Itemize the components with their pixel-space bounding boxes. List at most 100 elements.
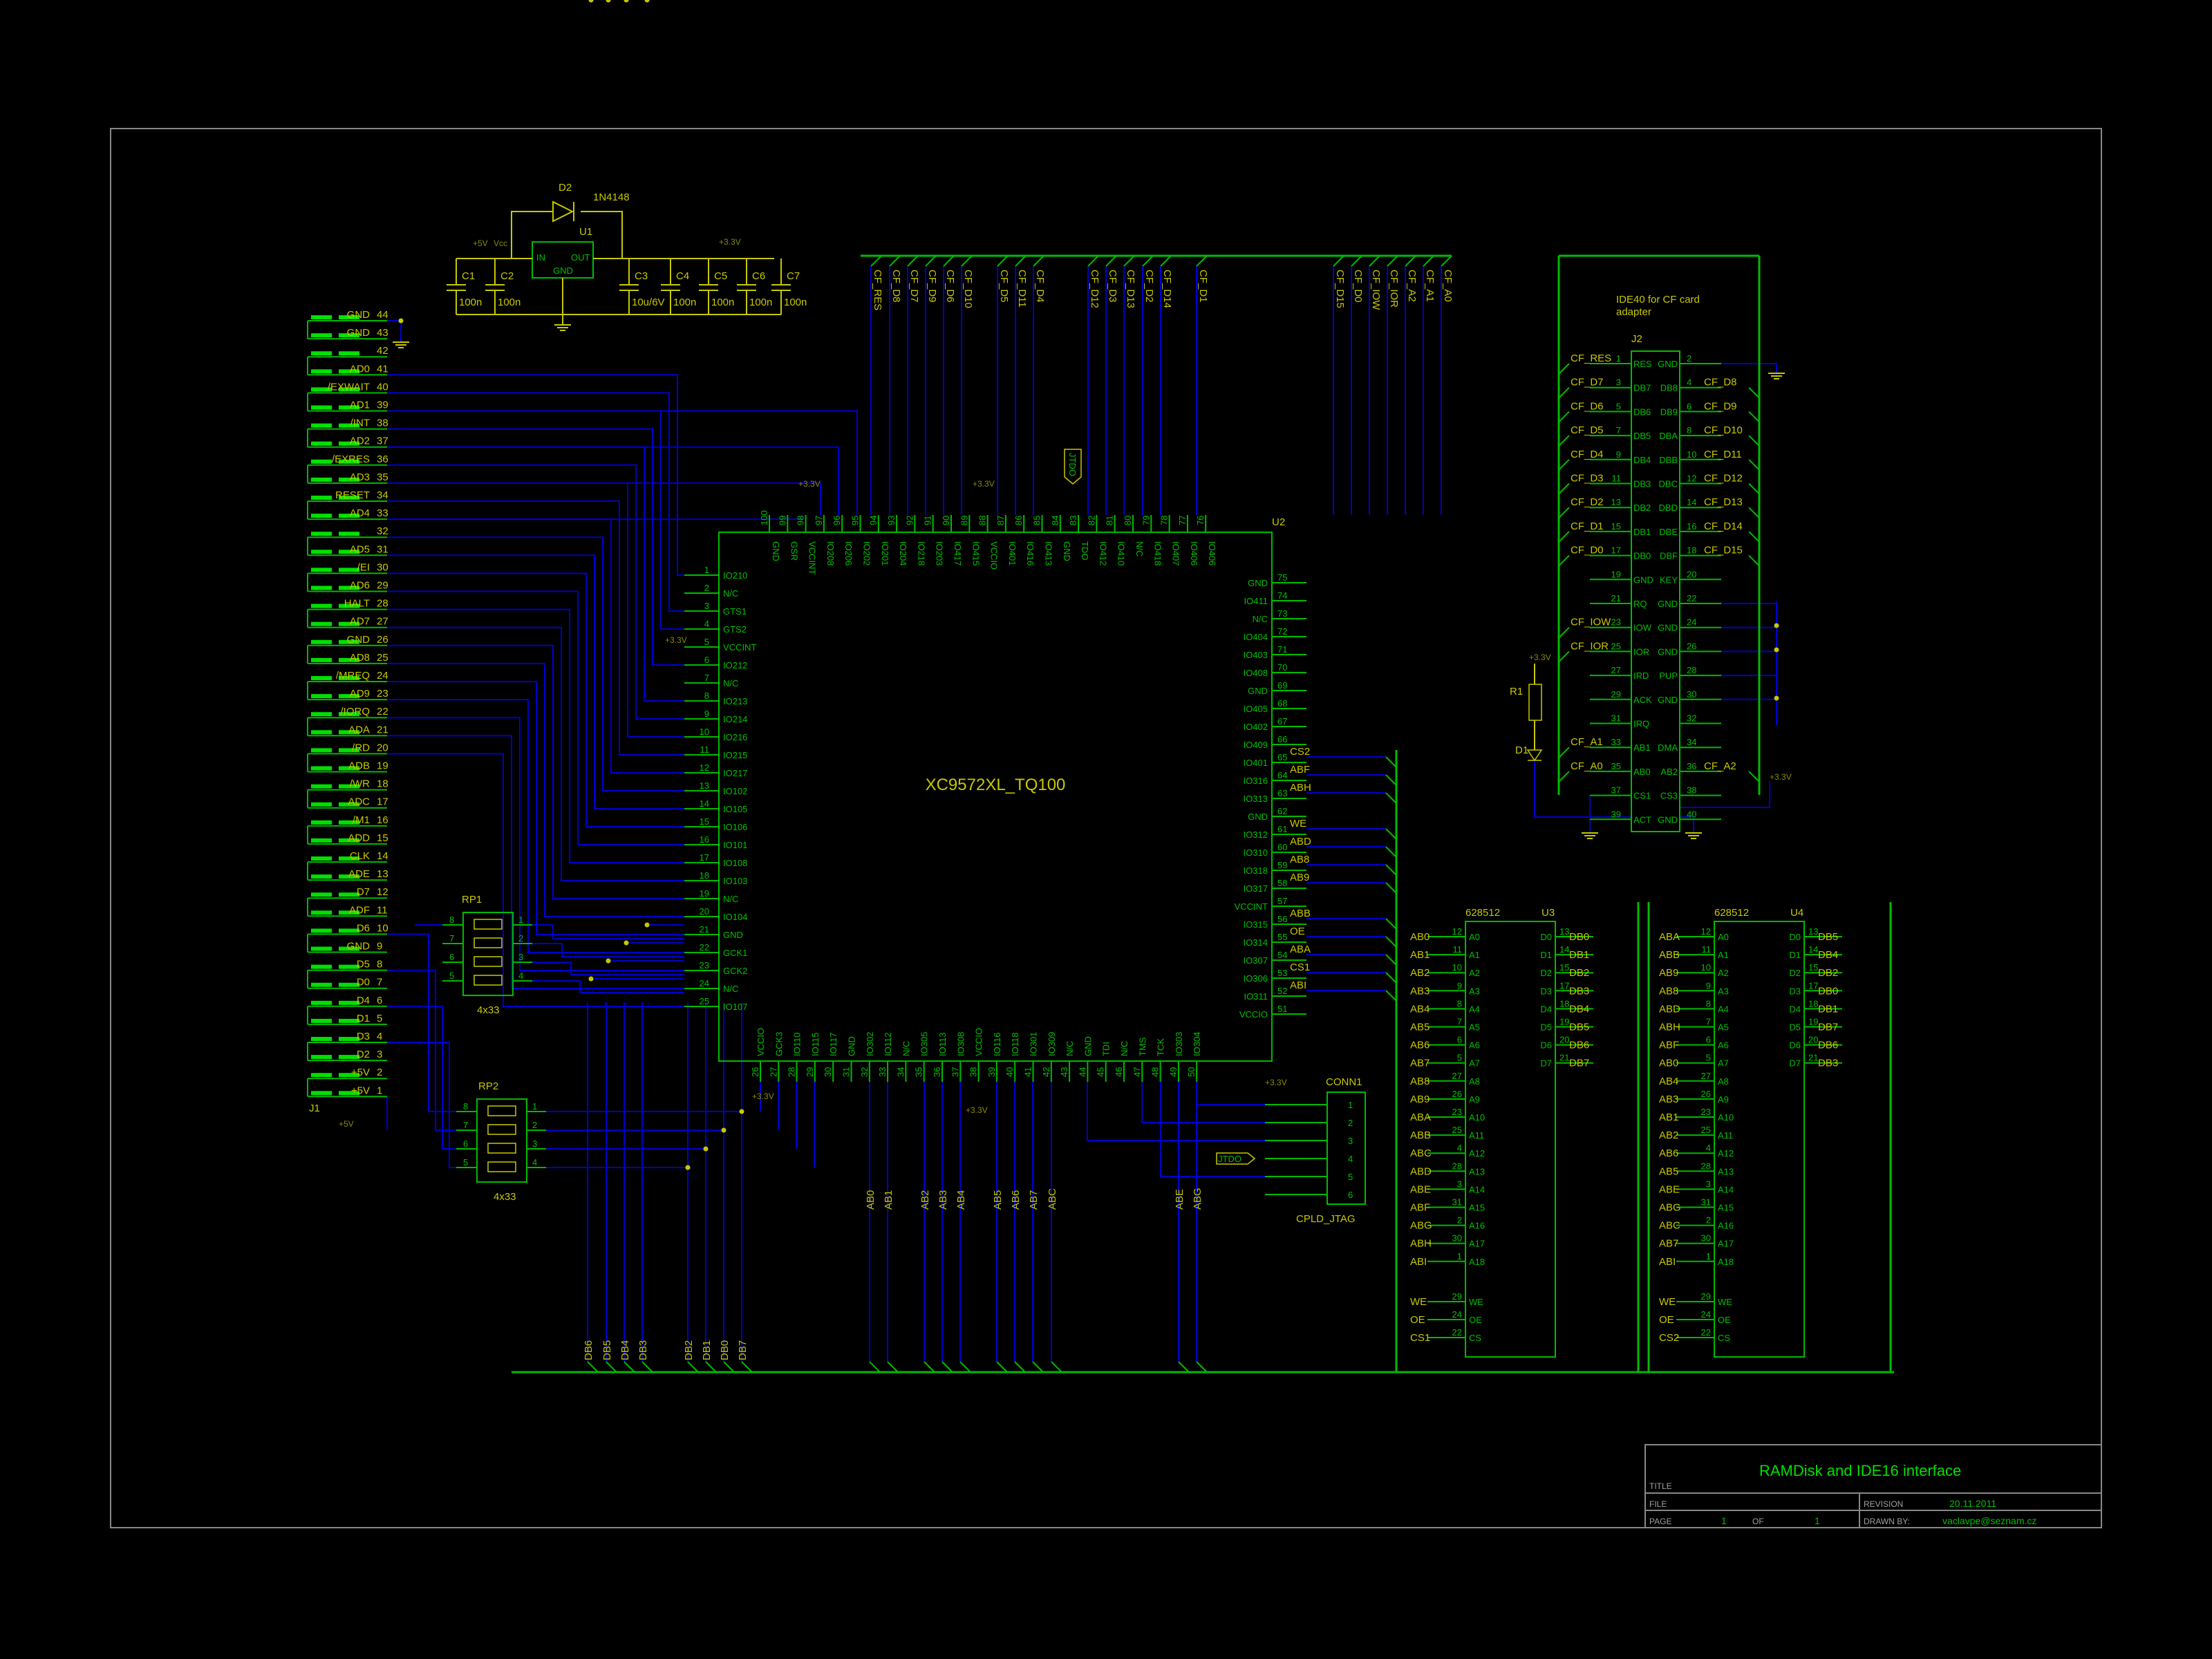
j1-pin-marker — [339, 784, 359, 789]
rp1-pin-number: 8 — [449, 915, 454, 925]
u2-pin-name: N/C — [723, 894, 738, 904]
u4-pin-number: 23 — [1701, 1107, 1711, 1117]
j2-pin-number: 14 — [1687, 497, 1696, 507]
u3-pin-number: 21 — [1559, 1053, 1569, 1063]
u4-pin-number: 15 — [1808, 962, 1818, 973]
u2-pin-name: IO409 — [1244, 740, 1268, 750]
j2-left-signal: CF_D3 — [1571, 473, 1604, 485]
u1-in-pin: IN — [536, 252, 545, 263]
u2-pin-name: IO210 — [723, 570, 747, 581]
u3-addr-signal: ABA — [1410, 1112, 1431, 1123]
bus-entry — [907, 255, 919, 267]
j2-pin-name: GND — [1633, 574, 1653, 585]
j1-pin-name: D6 — [357, 922, 370, 934]
junction-dot — [644, 0, 650, 3]
j1-pin-marker — [339, 477, 359, 482]
u3-addr-signal: ABB — [1410, 1130, 1431, 1141]
junction-dot — [1774, 623, 1779, 628]
u3-pin-number: 31 — [1452, 1197, 1462, 1208]
wire — [387, 590, 684, 845]
bus-entry — [1351, 255, 1362, 267]
j2-pin-number: 4 — [1687, 377, 1691, 388]
j2-pin-number: 1 — [1616, 353, 1621, 364]
top-bus-label: CF_A0 — [1442, 270, 1454, 302]
u2-pin-name: IO217 — [723, 768, 747, 778]
cap-value: 100n — [711, 297, 734, 308]
ground-symbol — [1582, 832, 1598, 839]
j1-pin-marker — [311, 568, 332, 572]
j1-pin-number: 2 — [377, 1067, 382, 1078]
u3-pin-name: A14 — [1469, 1184, 1485, 1194]
u2-pin-name: TDO — [1080, 541, 1090, 560]
u2-pin-number: 80 — [1123, 516, 1133, 525]
u3-pin-number: 3 — [1457, 1179, 1462, 1189]
wire — [387, 681, 684, 935]
j2-left-signal: CF_IOR — [1571, 640, 1609, 652]
u4-pin-name: D6 — [1789, 1040, 1801, 1051]
u3-addr-signal: ABI — [1410, 1256, 1427, 1268]
u2-pin-name: IO117 — [828, 1033, 838, 1056]
j1-pin-number: 3 — [377, 1049, 382, 1060]
j1-pin-marker — [311, 315, 332, 319]
u2-pin-number: 21 — [700, 924, 709, 935]
u4-addr-signal: AB2 — [1659, 1130, 1678, 1141]
u2-pin-name: IO401 — [1007, 541, 1018, 565]
j2-right-signal: CF_D9 — [1704, 400, 1737, 412]
u3-pin-number: 19 — [1559, 1017, 1569, 1027]
u3-pin-name: A17 — [1469, 1239, 1485, 1249]
wire — [387, 428, 684, 666]
u4-pin-number: 21 — [1808, 1053, 1818, 1063]
u3-pin-name: D2 — [1540, 968, 1552, 978]
ground-symbol — [1685, 832, 1702, 839]
u2-pin-number: 48 — [1150, 1067, 1161, 1077]
right-bus-label: ABH — [1290, 782, 1311, 794]
rp2-pin-number: 3 — [532, 1138, 537, 1149]
j2-pin-number: 34 — [1687, 737, 1696, 747]
j1-pin-marker — [311, 550, 332, 554]
j2-pin-number: 35 — [1611, 761, 1621, 771]
right-bus-label: CS2 — [1290, 746, 1310, 758]
page-value: 1 — [1721, 1515, 1727, 1526]
top-bus-label: CF_D7 — [908, 270, 920, 303]
u2-pin-name: IO218 — [916, 541, 926, 565]
u2-pin-name: GND — [771, 541, 781, 561]
u4-addr-signal: ABA — [1659, 931, 1680, 943]
u2-pin-name: VCCIO — [989, 541, 1000, 570]
u3-data-signal: DB3 — [1569, 985, 1589, 997]
j2-pin-name: DB3 — [1633, 479, 1651, 489]
u2-pin-number: 55 — [1277, 932, 1287, 942]
u2-pin-number: 14 — [700, 798, 709, 809]
u3-pin-number: 6 — [1457, 1035, 1462, 1045]
u2-pin-name: IO305 — [919, 1032, 930, 1056]
u2-pin-number: 67 — [1277, 716, 1287, 727]
rp1-resistor — [474, 975, 503, 986]
db-bus-label: DB6 — [583, 1340, 594, 1360]
j1-pin-marker — [339, 820, 359, 825]
j2-left-signal: CF_D2 — [1571, 496, 1604, 508]
u3-pin-name: CS — [1469, 1333, 1481, 1343]
j2-pin-name: AB2 — [1660, 767, 1678, 777]
j2-pin-number: 25 — [1611, 641, 1621, 651]
top-bus-label: CF_D9 — [926, 270, 938, 303]
u2-pin-number: 99 — [777, 516, 787, 525]
u4-data-signal: DB5 — [1818, 931, 1838, 943]
u3-pin-name: D4 — [1540, 1004, 1552, 1014]
junction-dot — [606, 0, 611, 3]
u2-pin-number: 13 — [700, 780, 709, 791]
junction-dot — [588, 976, 594, 982]
j1-pin-marker — [311, 784, 332, 789]
wire — [387, 554, 684, 809]
u3-addr-signal: AB6 — [1410, 1040, 1430, 1051]
u2-pin-name: IO215 — [723, 750, 747, 760]
j2-pin-name: DBD — [1659, 503, 1678, 513]
u2-pin-name: IO203 — [935, 541, 945, 565]
rp2-pin-number: 6 — [463, 1138, 468, 1149]
right-bus-label: ABF — [1290, 764, 1310, 776]
right-bus-label: ABB — [1290, 908, 1311, 919]
u2-pin-number: 91 — [923, 516, 933, 525]
wire — [511, 211, 553, 259]
j1-pin-number: 31 — [377, 543, 388, 555]
u2-pin-number: 90 — [941, 516, 951, 525]
j1-pin-number: 38 — [377, 418, 388, 429]
u4-pin-number: 25 — [1701, 1125, 1711, 1135]
